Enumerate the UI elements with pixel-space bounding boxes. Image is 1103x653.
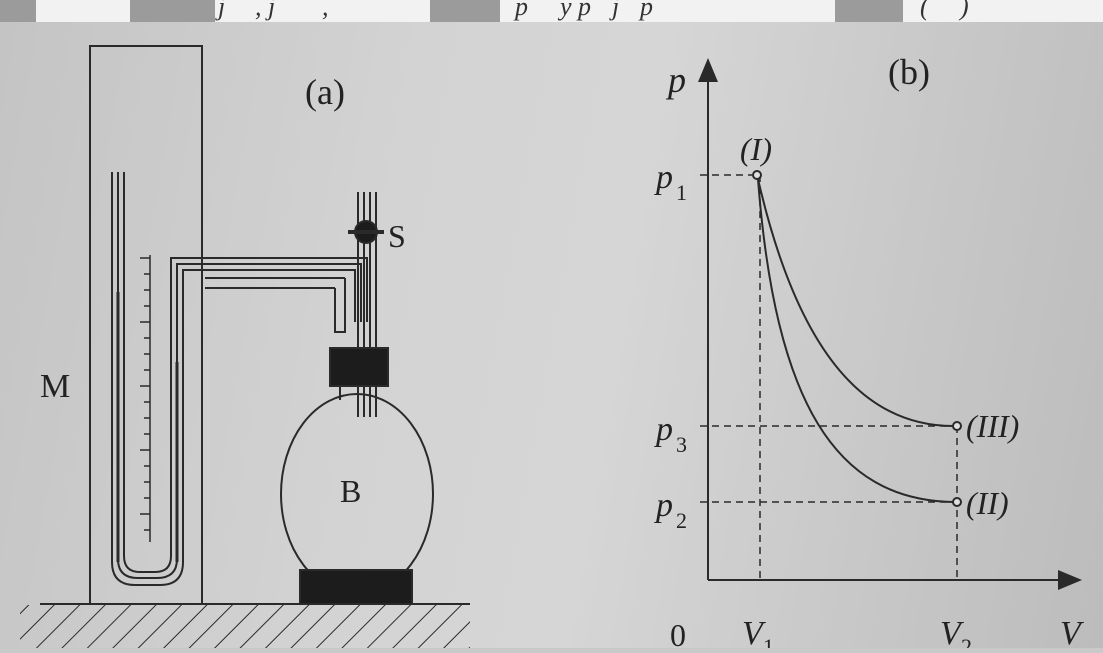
- p3-tick-label: p 3: [654, 411, 687, 457]
- state-point-II: [952, 497, 962, 507]
- header-fragment: ): [960, 0, 969, 21]
- state-point-III: [952, 421, 962, 431]
- scale-ticks: [140, 257, 150, 531]
- header-fragment: (: [920, 0, 929, 21]
- v2-tick-label: V 2: [940, 615, 972, 653]
- manometer-u-tube-outer: [111, 172, 356, 586]
- cropped-header-strip: j , j , p y p j p ( ): [0, 0, 1103, 22]
- header-fragment: p: [515, 0, 528, 21]
- bulb-stopper: [329, 347, 389, 387]
- curve-I-III: [757, 178, 954, 427]
- panel-a-label: (a): [305, 72, 345, 112]
- bulb-label: B: [340, 473, 361, 509]
- state-II-label: (II): [966, 485, 1009, 521]
- header-fragment: j: [218, 0, 226, 21]
- panel-b: [698, 58, 1082, 590]
- header-fragment: ,: [322, 0, 329, 21]
- p2-tick-label: p 2: [654, 487, 687, 533]
- v1-tick-label: V 1: [742, 615, 774, 653]
- gray-block: [130, 0, 215, 22]
- panel-b-label: (b): [888, 52, 930, 92]
- p1-tick-label: p 1: [654, 159, 687, 205]
- svg-text:1: 1: [676, 180, 687, 205]
- manometer-frame: [89, 45, 203, 605]
- guide-lines: [700, 174, 958, 580]
- y-axis-label: p: [665, 60, 686, 100]
- gray-block: [0, 0, 36, 22]
- svg-text:p: p: [654, 487, 673, 524]
- svg-text:2: 2: [676, 508, 687, 533]
- panel-a: [20, 45, 470, 650]
- svg-text:2: 2: [961, 634, 972, 648]
- stopcock-label: S: [388, 218, 406, 254]
- svg-text:3: 3: [676, 432, 687, 457]
- svg-text:p: p: [654, 411, 673, 448]
- ground-hatch: [20, 605, 470, 650]
- bulb-base: [299, 569, 413, 605]
- figure-svg: (a) M B S p V 0 (b) (I) (III) (II) p 1 p: [20, 45, 1085, 653]
- state-point-I: [752, 170, 762, 180]
- origin-label: 0: [670, 617, 686, 648]
- state-I-label: (I): [740, 131, 772, 167]
- curve-I-II: [757, 178, 954, 503]
- manometer-label: M: [40, 368, 70, 405]
- x-axis-label: V: [1060, 615, 1085, 648]
- header-fragment: , j: [255, 0, 276, 21]
- figure-photo: (a) M B S p V 0 (b) (I) (III) (II) p 1 p: [0, 22, 1103, 653]
- gray-block: [430, 0, 500, 22]
- gray-block: [835, 0, 903, 22]
- header-fragment: y p: [560, 0, 592, 21]
- header-fragment: j: [612, 0, 620, 21]
- header-fragment: p: [640, 0, 653, 21]
- svg-text:1: 1: [763, 634, 774, 648]
- manometer-u-tube-inner: [123, 172, 368, 573]
- state-III-label: (III): [966, 408, 1019, 444]
- svg-text:p: p: [654, 159, 673, 196]
- manometer-u-tube-middle: [117, 172, 362, 579]
